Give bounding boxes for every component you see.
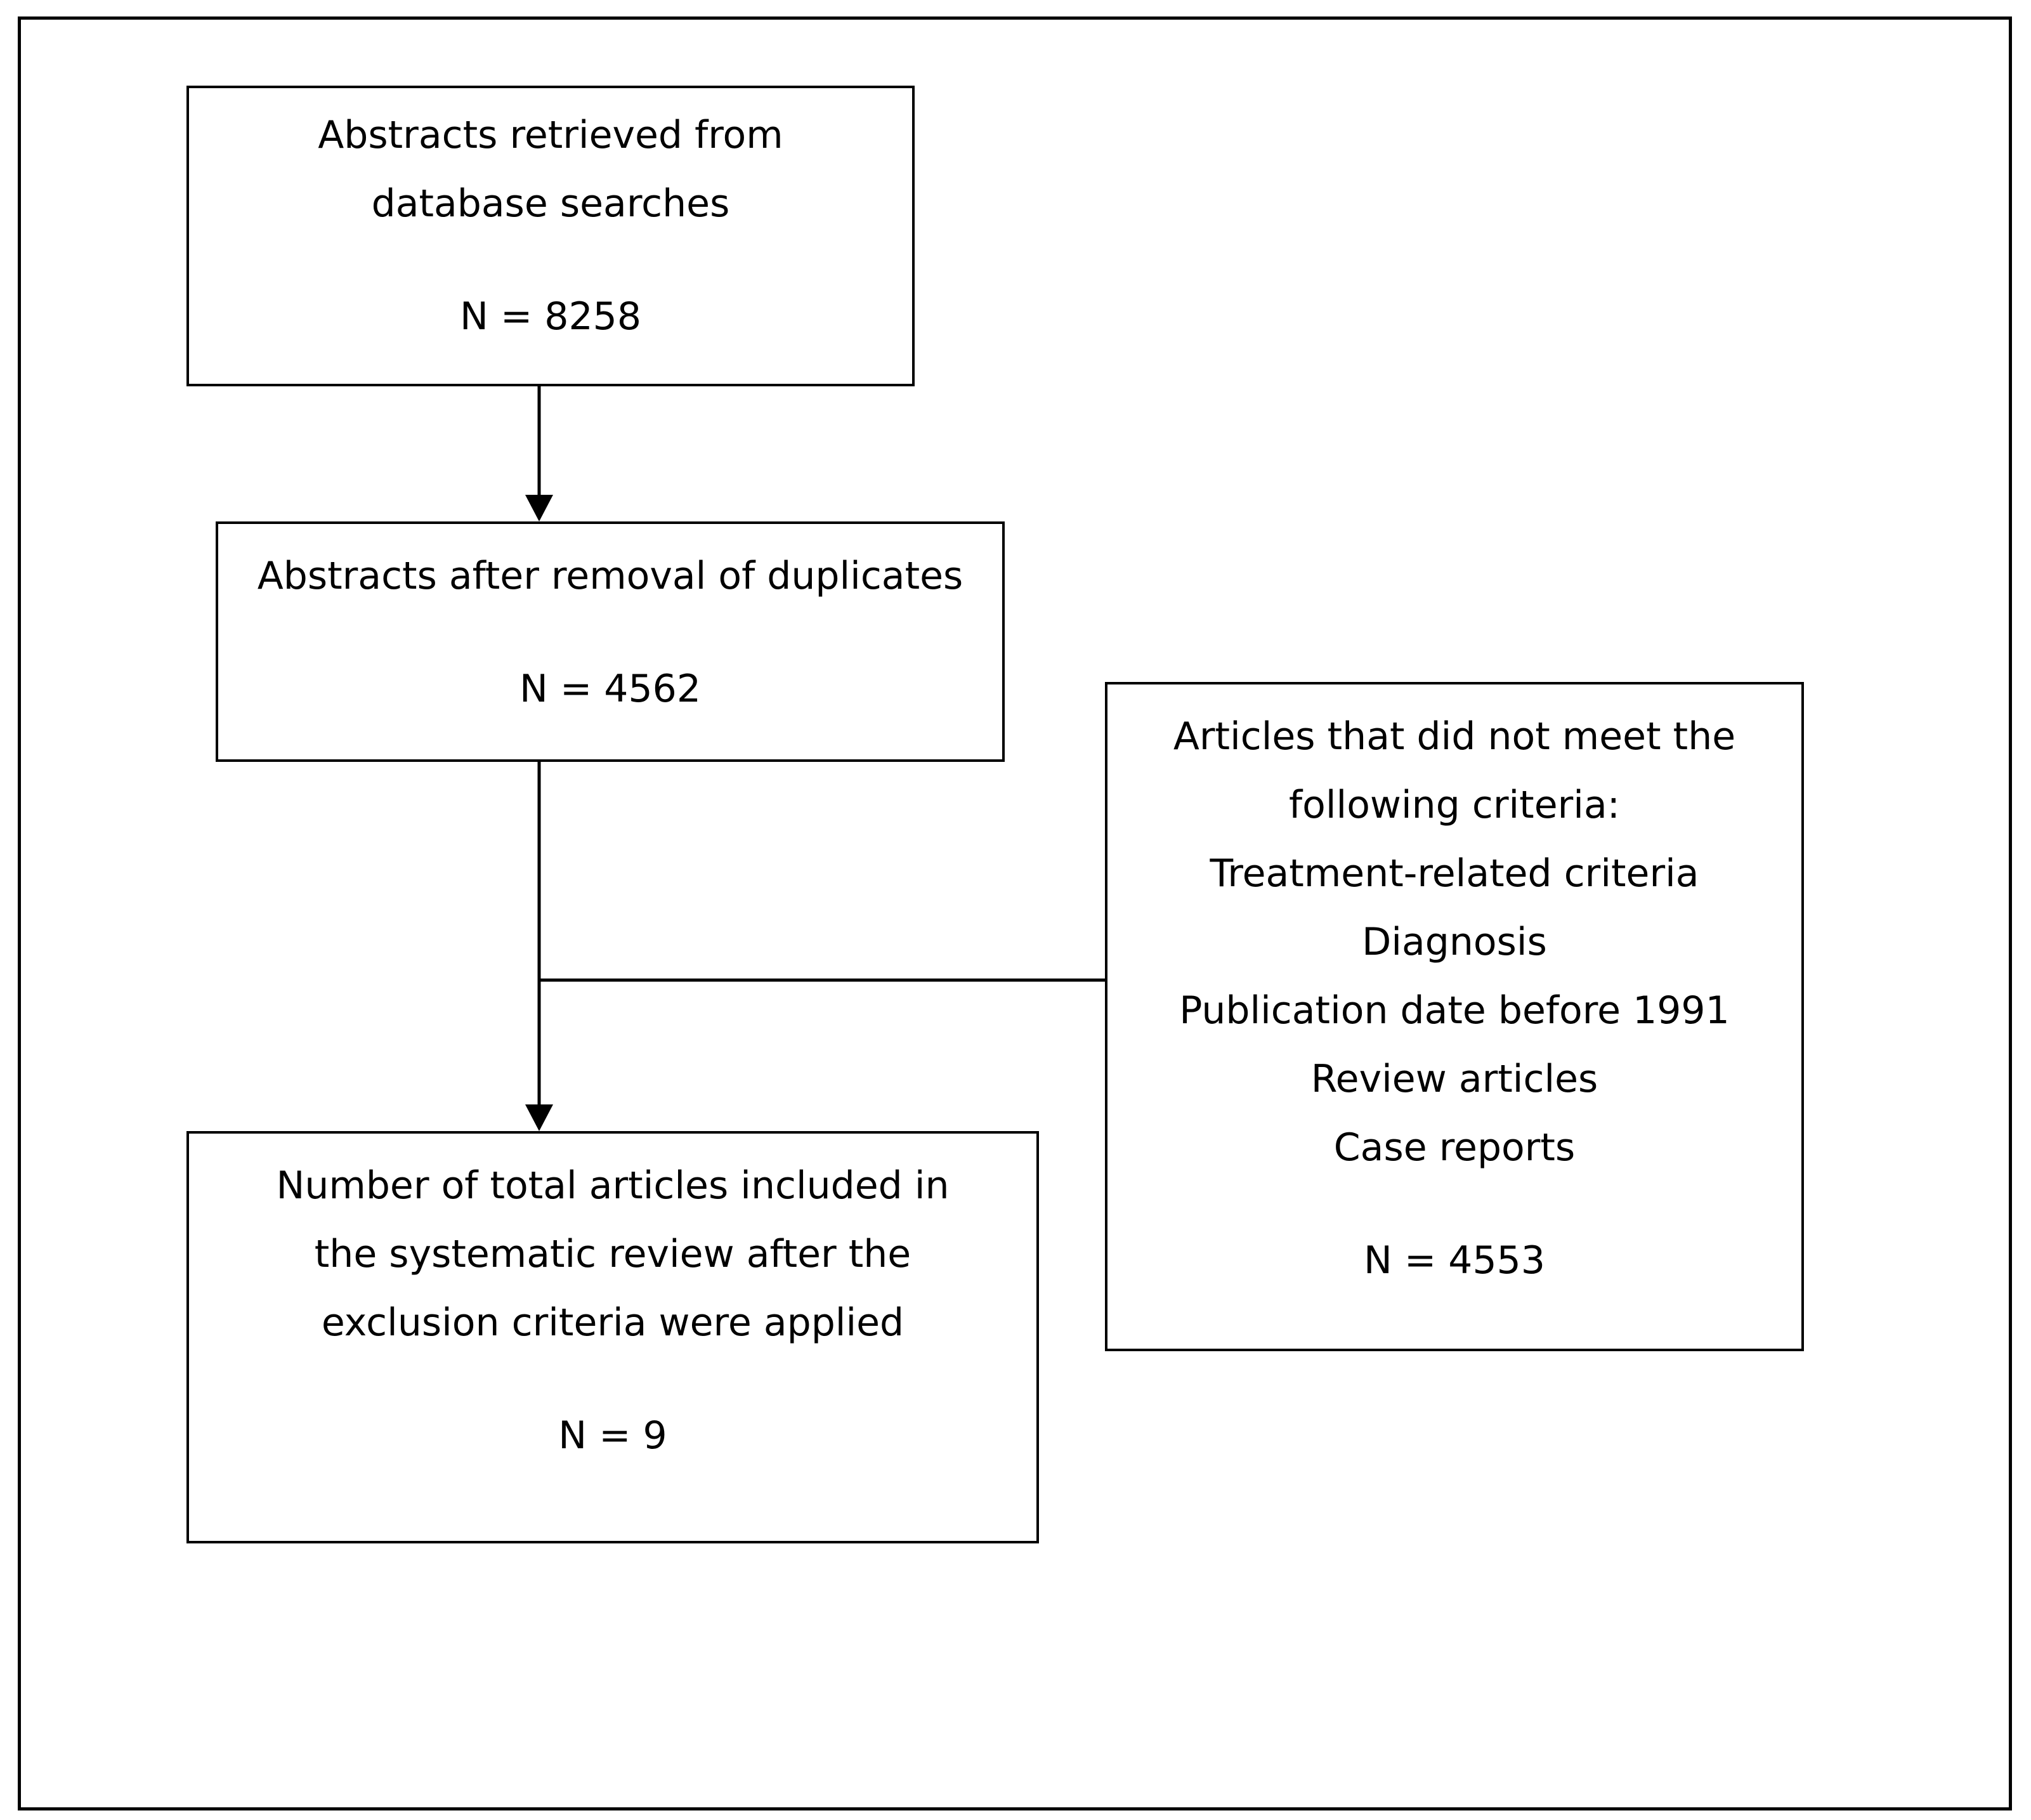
node-excluded-count: N = 4553 (1364, 1238, 1545, 1283)
node-excluded-line-7: Case reports (1333, 1125, 1576, 1170)
arrowhead-deduplicated (525, 495, 553, 521)
node-excluded-line-1: Articles that did not meet the (1173, 714, 1736, 759)
node-retrieved-line-1: Abstracts retrieved from (318, 113, 783, 157)
figure-frame (18, 16, 2012, 1810)
node-excluded-line-6: Review articles (1310, 1057, 1598, 1101)
node-included: Number of total articles included in the… (186, 1131, 1039, 1543)
node-deduplicated-count: N = 4562 (519, 667, 701, 711)
node-included-line-1: Number of total articles included in (276, 1163, 950, 1208)
node-included-count: N = 9 (558, 1413, 667, 1458)
node-retrieved: Abstracts retrieved from database search… (186, 86, 915, 386)
node-excluded: Articles that did not meet the following… (1105, 682, 1804, 1351)
node-deduplicated: Abstracts after removal of duplicates N … (216, 521, 1005, 762)
node-included-line-3: exclusion criteria were applied (321, 1300, 904, 1345)
node-excluded-line-4: Diagnosis (1362, 920, 1547, 964)
arrowhead-included (525, 1104, 553, 1131)
node-excluded-line-3: Treatment-related criteria (1210, 851, 1699, 896)
node-retrieved-count: N = 8258 (460, 294, 641, 339)
node-included-line-2: the systematic review after the (314, 1232, 911, 1276)
node-deduplicated-line-1: Abstracts after removal of duplicates (257, 554, 963, 598)
node-excluded-line-5: Publication date before 1991 (1179, 988, 1730, 1033)
node-retrieved-line-2: database searches (371, 181, 730, 226)
node-excluded-line-2: following criteria: (1289, 783, 1620, 827)
